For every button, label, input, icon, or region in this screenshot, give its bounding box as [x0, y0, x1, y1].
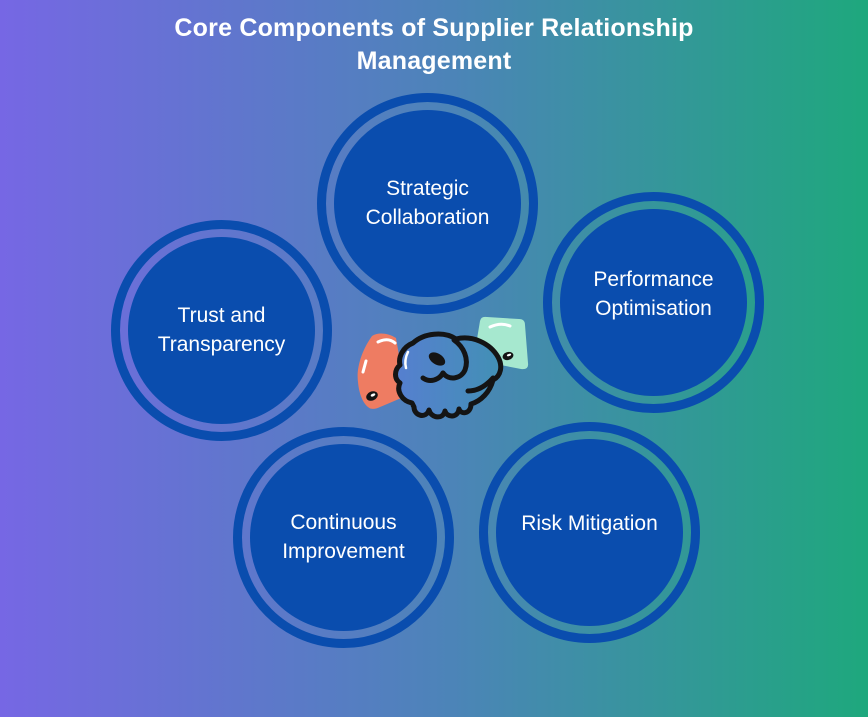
component-bubble-performance-optimisation: Performance Optimisation: [543, 192, 764, 413]
bubble-label: Trust and Transparency: [157, 303, 286, 356]
bubble-label: Strategic Collaboration: [365, 176, 490, 229]
bubble-inner-circle: Continuous Improvement: [250, 444, 437, 631]
infographic-title: Core Components of Supplier Relationship…: [174, 14, 694, 75]
hands: [393, 331, 504, 420]
bubble-inner-circle: Risk Mitigation: [496, 439, 683, 626]
component-bubble-continuous-improvement: Continuous Improvement: [233, 427, 454, 648]
handshake-icon: [357, 316, 529, 420]
component-bubble-trust-and-transparency: Trust and Transparency: [111, 220, 332, 441]
left-cuff: [357, 333, 406, 409]
bottom-edge-strip: [0, 717, 868, 720]
bubble-inner-circle: Performance Optimisation: [560, 209, 747, 396]
bubble-label: Continuous Improvement: [282, 510, 405, 563]
bubble-inner-circle: Trust and Transparency: [128, 237, 315, 424]
bubble-inner-circle: Strategic Collaboration: [334, 110, 521, 297]
component-bubble-strategic-collaboration: Strategic Collaboration: [317, 93, 538, 314]
bubble-label: Performance Optimisation: [593, 267, 714, 320]
bubble-label: Risk Mitigation: [521, 512, 658, 536]
component-bubble-risk-mitigation: Risk Mitigation: [479, 422, 700, 643]
